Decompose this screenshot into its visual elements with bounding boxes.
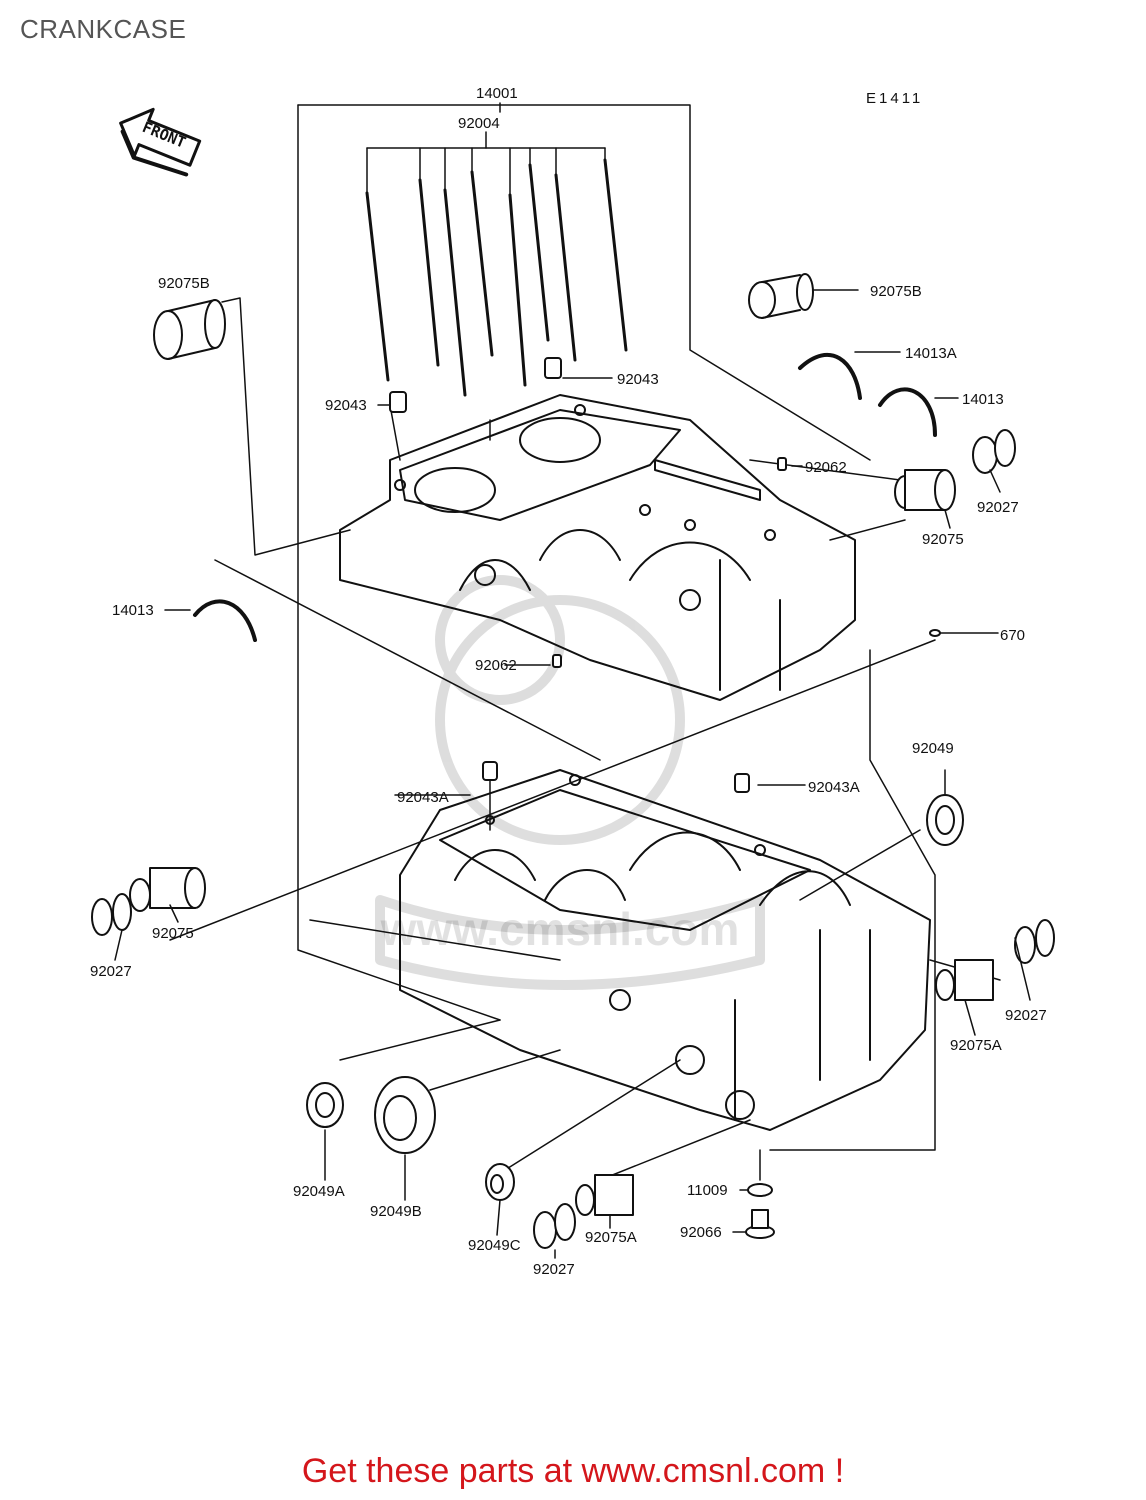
part-label: 92049C: [468, 1237, 521, 1254]
leader-lines: [164, 289, 1001, 1181]
diagram-code: E1411: [866, 90, 923, 107]
part-label: 92075B: [870, 283, 922, 300]
drain-plug: [745, 629, 941, 1239]
part-label: 670: [1000, 627, 1025, 644]
lower-crankcase: [399, 769, 931, 1131]
part-label: 92075: [152, 925, 194, 942]
gear-bushings: [129, 469, 994, 1216]
part-label: 14013: [962, 391, 1004, 408]
part-label: 14013A: [905, 345, 957, 362]
part-label: 92043A: [808, 779, 860, 796]
part-label: 92062: [805, 459, 847, 476]
part-label: 92027: [533, 1261, 575, 1278]
part-label: 92049A: [293, 1183, 345, 1200]
part-label: 92075B: [158, 275, 210, 292]
part-label: 92049: [912, 740, 954, 757]
plain-bushings: [91, 429, 1055, 1249]
watermark-logo: [375, 575, 765, 990]
part-label: 14001: [476, 85, 518, 102]
oil-seals: [306, 794, 964, 1201]
part-label: 92066: [680, 1224, 722, 1241]
part-label: 92062: [475, 657, 517, 674]
dowel-pins: [389, 357, 787, 793]
page-title: CRANKCASE: [20, 14, 187, 44]
front-arrow-icon: [119, 107, 202, 177]
part-labels: 14001 92004 92075B 92075B 14013A 92043 9…: [90, 85, 1047, 1278]
part-label: 92004: [458, 115, 500, 132]
part-label: 14013: [112, 602, 154, 619]
part-label: 92075A: [950, 1037, 1002, 1054]
bearing-shells: [193, 353, 937, 642]
label-ticks: [114, 469, 1031, 1259]
part-label: 92075: [922, 531, 964, 548]
case-bolts: [365, 158, 628, 397]
part-label: 92043A: [397, 789, 449, 806]
part-label: 92043: [325, 397, 367, 414]
part-label: 11009: [687, 1182, 728, 1199]
part-label: 92027: [90, 963, 132, 980]
bolt-bracket: [366, 131, 606, 196]
part-label: 92027: [977, 499, 1019, 516]
part-label: 92049B: [370, 1203, 422, 1220]
part-label: 92075A: [585, 1229, 637, 1246]
part-label: 92043: [617, 371, 659, 388]
part-label: 92027: [1005, 1007, 1047, 1024]
upper-crankcase: [339, 394, 856, 701]
assembly-bracket: [297, 102, 936, 1151]
footer-link[interactable]: Get these parts at www.cmsnl.com !: [301, 1452, 845, 1490]
mount-bushings: [153, 273, 814, 360]
